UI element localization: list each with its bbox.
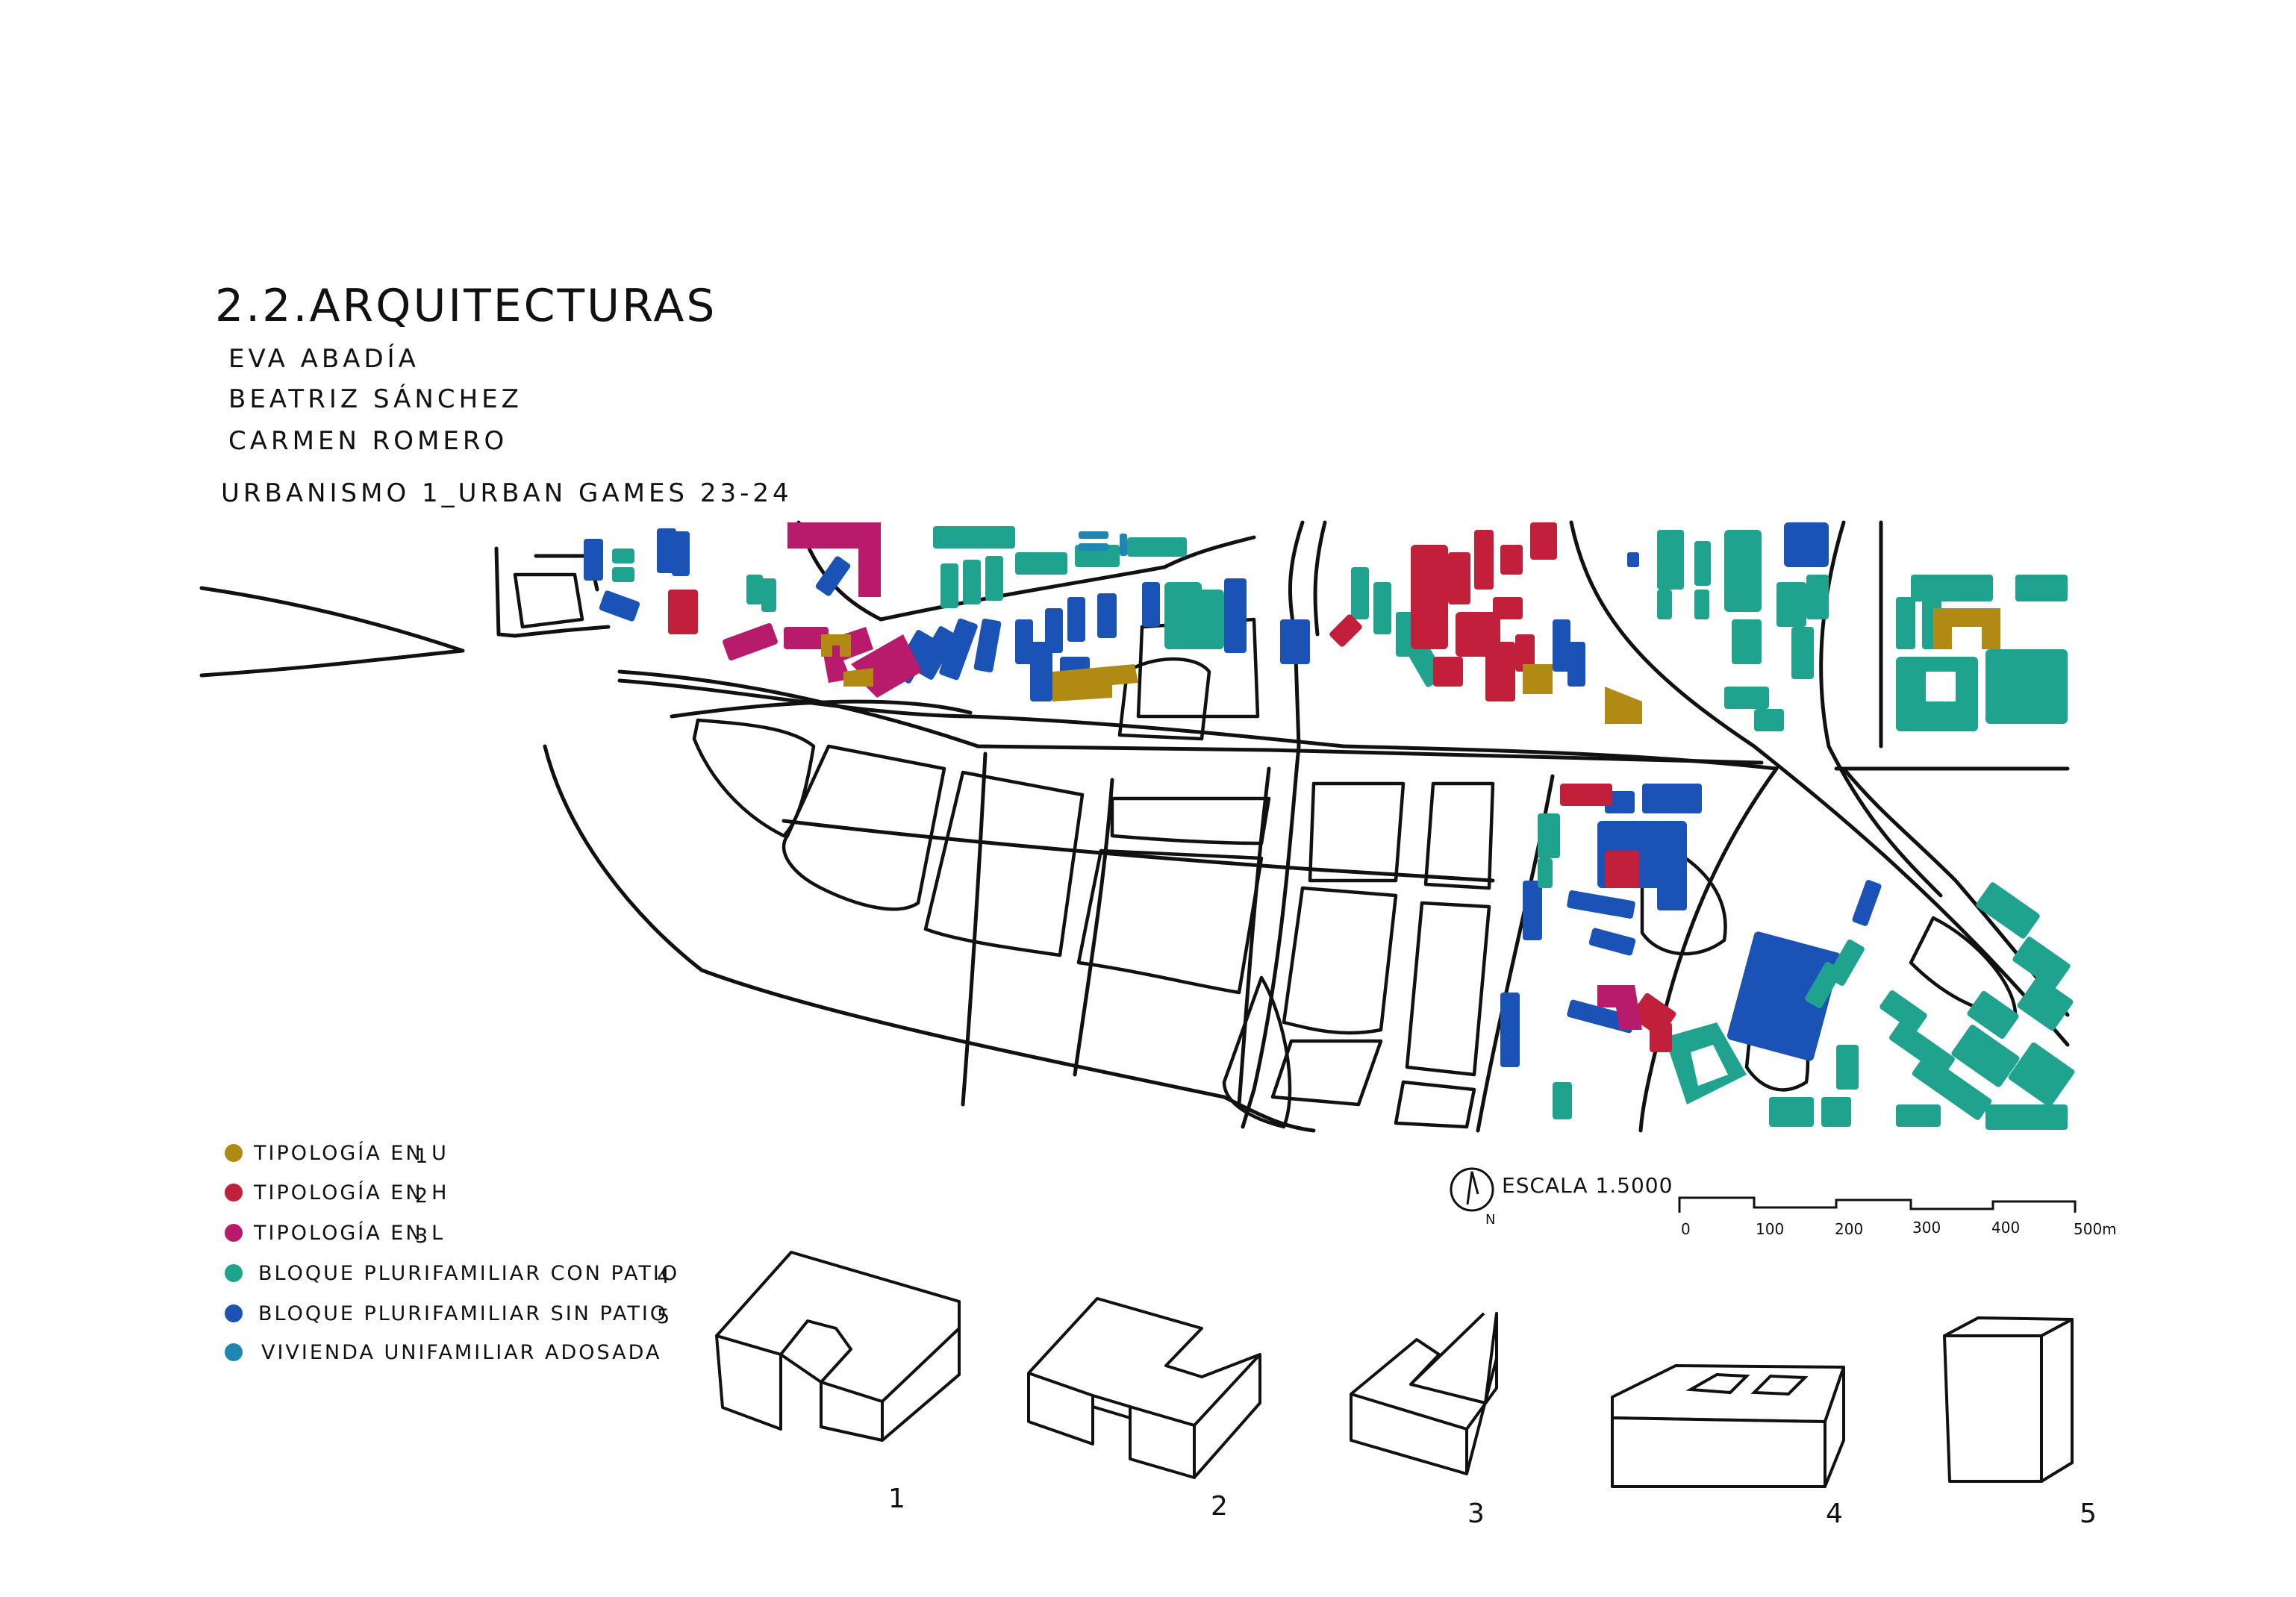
- typology-patio-sketch: 4: [1611, 1364, 1845, 1529]
- buildings-tipologia-h: [668, 522, 1676, 1052]
- legend-swatch-l: [225, 1224, 243, 1242]
- urban-blocks: [513, 572, 2018, 1129]
- scale-tick-400: 400: [1991, 1219, 2020, 1237]
- legend-label-l: TIPOLOGÍA EN L: [253, 1221, 445, 1245]
- scale-block: N ESCALA 1.5000 0 100 200 300 400 500m: [1450, 1167, 2117, 1238]
- legend-item-patio: BLOQUE PLURIFAMILIAR CON PATIO 4: [225, 1262, 679, 1288]
- scale-tick-100: 100: [1756, 1220, 1784, 1238]
- author-3: CARMEN ROMERO: [228, 426, 508, 456]
- legend-swatch-u: [225, 1144, 243, 1162]
- legend-index-h: 2: [415, 1184, 430, 1207]
- legend-index-u: 1: [415, 1145, 430, 1168]
- course-label: URBANISMO 1_URBAN GAMES 23-24: [221, 478, 793, 508]
- typology-number-4: 4: [1826, 1498, 1843, 1529]
- author-2: BEATRIZ SÁNCHEZ: [228, 384, 522, 414]
- legend-label-u: TIPOLOGÍA EN U: [253, 1141, 449, 1165]
- typology-h-sketch: 2: [1027, 1297, 1261, 1522]
- typology-l-sketch: 3: [1350, 1312, 1498, 1529]
- legend-label-adosada: VIVIENDA UNIFAMILIAR ADOSADA: [261, 1341, 661, 1364]
- legend-label-sin-patio: BLOQUE PLURIFAMILIAR SIN PATIO: [258, 1302, 668, 1325]
- scale-bar: [1678, 1196, 2077, 1213]
- legend-label-patio: BLOQUE PLURIFAMILIAR CON PATIO: [258, 1262, 679, 1285]
- legend-item-l: TIPOLOGÍA EN L 3: [225, 1221, 445, 1248]
- scale-tick-0: 0: [1681, 1220, 1691, 1238]
- typology-u-sketch: 1: [715, 1251, 961, 1514]
- legend-item-h: TIPOLOGÍA EN H 2: [225, 1181, 449, 1207]
- header: 2.2.ARQUITECTURAS EVA ABADÍA BEATRIZ SÁN…: [215, 280, 793, 508]
- page-title: 2.2.ARQUITECTURAS: [215, 280, 717, 332]
- scale-label: ESCALA 1.5000: [1502, 1173, 1673, 1198]
- buildings-tipologia-u: [821, 608, 2000, 724]
- legend: TIPOLOGÍA EN U 1 TIPOLOGÍA EN H 2 TIPOLO…: [225, 1141, 679, 1364]
- typology-number-3: 3: [1467, 1498, 1485, 1529]
- typology-number-5: 5: [2080, 1498, 2097, 1529]
- legend-swatch-sin-patio: [225, 1304, 243, 1322]
- site-map: [199, 520, 2075, 1133]
- north-arrow-icon: [1450, 1167, 1494, 1212]
- legend-swatch-patio: [225, 1264, 243, 1282]
- scale-tick-500: 500m: [2074, 1220, 2117, 1238]
- buildings-con-patio: [612, 526, 2075, 1130]
- legend-index-l: 3: [415, 1225, 430, 1248]
- legend-item-u: TIPOLOGÍA EN U 1: [225, 1141, 449, 1168]
- legend-label-h: TIPOLOGÍA EN H: [253, 1181, 449, 1204]
- street-network: [199, 520, 2070, 1133]
- typology-number-1: 1: [888, 1484, 905, 1514]
- buildings-adosada: [1079, 531, 1127, 556]
- legend-swatch-h: [225, 1184, 243, 1201]
- legend-index-sin-patio: 5: [657, 1305, 672, 1328]
- north-label: N: [1485, 1212, 1495, 1228]
- legend-index-patio: 4: [657, 1265, 672, 1288]
- legend-item-adosada: VIVIENDA UNIFAMILIAR ADOSADA: [225, 1341, 661, 1364]
- legend-item-sin-patio: BLOQUE PLURIFAMILIAR SIN PATIO 5: [225, 1302, 672, 1328]
- typology-sin-patio-sketch: 5: [1943, 1316, 2097, 1529]
- scale-tick-200: 200: [1835, 1220, 1863, 1238]
- typology-number-2: 2: [1211, 1491, 1228, 1522]
- legend-swatch-adosada: [225, 1343, 243, 1361]
- author-1: EVA ABADÍA: [228, 343, 419, 374]
- scale-tick-300: 300: [1912, 1219, 1941, 1237]
- typology-sketches: 1 2 3 4 5: [715, 1251, 2097, 1529]
- buildings-sin-patio: [584, 522, 1882, 1067]
